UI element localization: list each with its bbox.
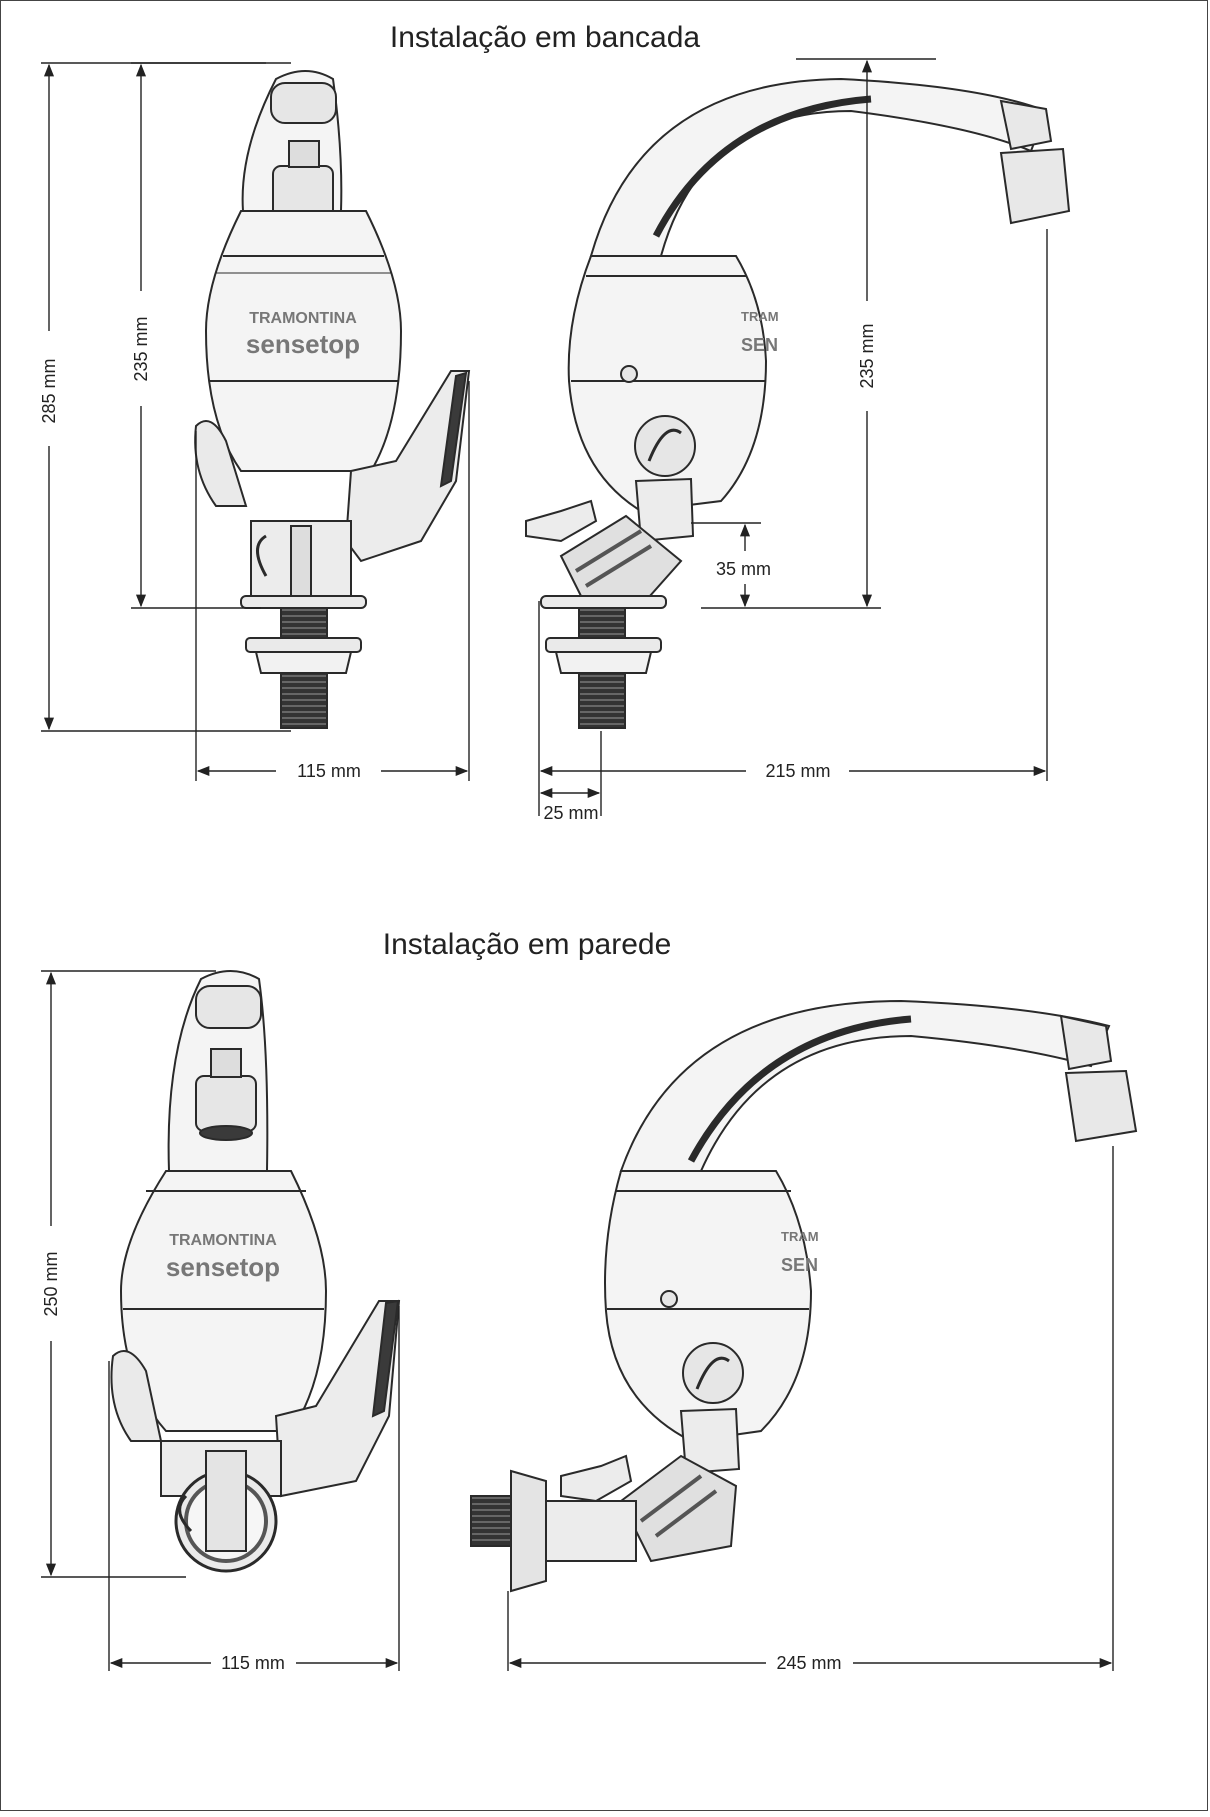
dim-reach-bancada: 215 mm: [765, 761, 830, 781]
side-dims-bancada: [538, 58, 1048, 816]
side-view-parede: [470, 999, 1138, 1593]
front-model-bancada: sensetop: [246, 329, 360, 359]
dim-width-bancada: 115 mm: [297, 761, 361, 781]
side-model-parede: SEN: [781, 1255, 818, 1275]
dim-height-side-bancada: 235 mm: [857, 323, 877, 388]
side-brand-bancada: TRAM: [741, 309, 779, 324]
side-model-bancada: SEN: [741, 335, 778, 355]
front-dims-parede: [41, 970, 400, 1671]
side-brand-parede: TRAM: [781, 1229, 819, 1244]
dim-offset-bancada: 25 mm: [543, 803, 598, 823]
front-dims-bancada: [41, 62, 470, 781]
front-brand-parede: TRAMONTINA: [169, 1232, 277, 1249]
side-dims-parede: [507, 1146, 1114, 1671]
front-brand-bancada: TRAMONTINA: [249, 310, 357, 327]
dim-total-height-bancada: 285 mm: [39, 358, 59, 423]
dim-base-height-bancada: 35 mm: [716, 559, 771, 579]
side-view-bancada: [525, 77, 1071, 729]
dim-height-parede: 250 mm: [41, 1251, 61, 1316]
section-title-parede: Instalação em parede: [383, 928, 672, 961]
dim-body-height-bancada: 235 mm: [131, 316, 151, 381]
section-title-bancada: Instalação em bancada: [390, 21, 701, 54]
front-view-parede: [110, 970, 401, 1573]
front-view-bancada: [194, 70, 471, 729]
dim-width-parede: 115 mm: [221, 1653, 285, 1673]
dim-reach-parede: 245 mm: [776, 1653, 841, 1673]
front-model-parede: sensetop: [166, 1252, 280, 1282]
